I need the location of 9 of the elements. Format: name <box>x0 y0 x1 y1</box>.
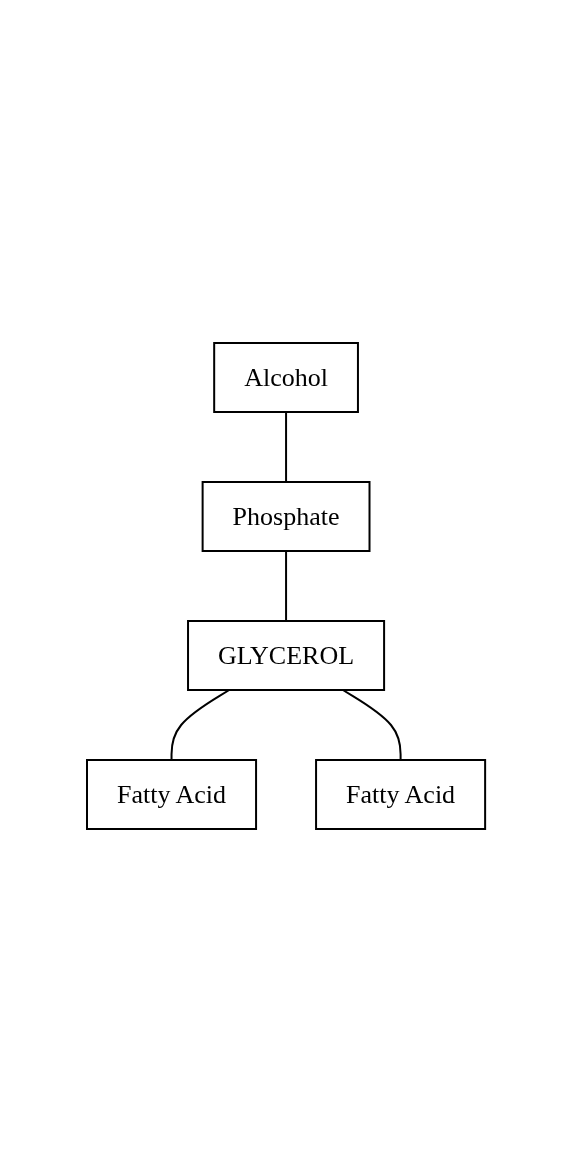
node-box: Fatty Acid <box>315 759 487 830</box>
connector <box>170 689 231 761</box>
node-box: Phosphate <box>202 481 371 552</box>
node-box: Fatty Acid <box>86 759 258 830</box>
connector <box>285 550 288 622</box>
node-box: GLYCEROL <box>187 620 386 691</box>
node-box: Alcohol <box>213 342 360 413</box>
connector <box>285 411 288 483</box>
connector <box>342 689 403 761</box>
